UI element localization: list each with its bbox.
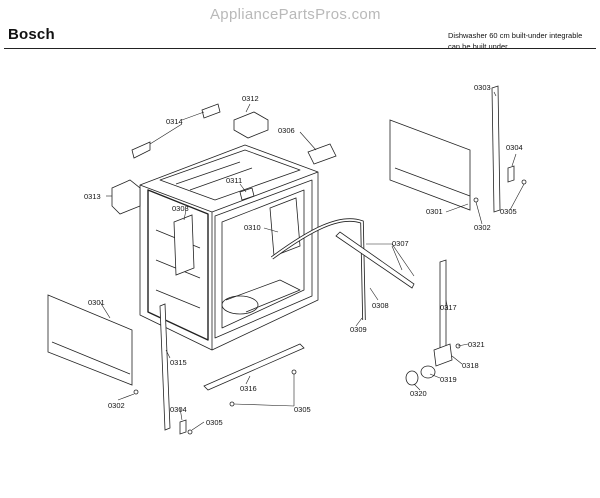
label-0309: 0309: [350, 325, 367, 334]
label-0310: 0310: [244, 223, 261, 232]
label-0305: 0305: [500, 207, 517, 216]
page-header: AppliancePartsPros.com Bosch Dishwasher …: [0, 0, 600, 56]
label-0307: 0307: [392, 239, 409, 248]
watermark: AppliancePartsPros.com: [210, 6, 381, 23]
brackets-and-rails: [111, 85, 527, 435]
label-0303: 0303: [474, 83, 491, 92]
label-0304: 0304: [506, 143, 523, 152]
brand-title: Bosch: [8, 26, 55, 43]
label-0301-left: 0301: [88, 298, 105, 307]
label-0316: 0316: [240, 384, 257, 393]
label-0302: 0302: [474, 223, 491, 232]
exploded-parts-diagram: 0303 0312 0314 0306 0304 0311 0313 0308 …: [47, 83, 527, 435]
cabinet-frame: [139, 144, 319, 351]
model-description: Dishwasher 60 cm built-under integrable …: [448, 30, 598, 52]
label-0317: 0317: [440, 303, 457, 312]
label-0306: 0306: [278, 126, 295, 135]
label-0311: 0311: [226, 176, 242, 185]
header-divider: [4, 48, 596, 49]
label-0320: 0320: [410, 389, 427, 398]
part-number-labels: 0303 0312 0314 0306 0304 0311 0313 0308 …: [84, 83, 523, 427]
label-0318: 0318: [462, 361, 479, 370]
description-line-1: Dishwasher 60 cm built-under integrable: [448, 31, 583, 40]
label-0302-left: 0302: [108, 401, 125, 410]
label-0301: 0301: [426, 207, 443, 216]
label-0321: 0321: [468, 340, 485, 349]
label-0308: 0308: [172, 204, 189, 213]
label-0305-bottom: 0305: [294, 405, 311, 414]
label-0308-lower: 0308: [372, 301, 389, 310]
leader-lines: [99, 91, 525, 431]
label-0312: 0312: [242, 94, 259, 103]
label-0315: 0315: [170, 358, 187, 367]
label-0313: 0313: [84, 192, 101, 201]
description-line-2: can be built under: [448, 42, 508, 51]
label-0319: 0319: [440, 375, 457, 384]
side-panels: [47, 119, 471, 386]
label-0305-left: 0305: [206, 418, 223, 427]
label-0314: 0314: [166, 117, 183, 126]
label-0304-left: 0304: [170, 405, 187, 414]
